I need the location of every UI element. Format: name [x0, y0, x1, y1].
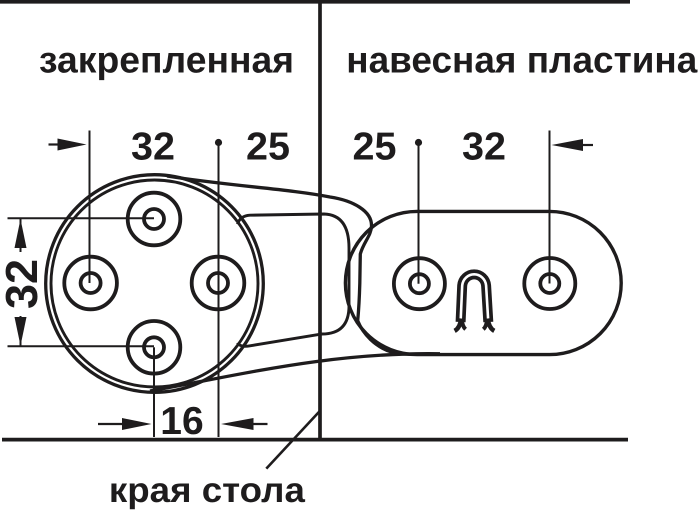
svg-text:25: 25 — [246, 125, 290, 168]
svg-text:32: 32 — [0, 259, 47, 309]
svg-text:навесная пластина: навесная пластина — [346, 40, 697, 81]
svg-text:16: 16 — [160, 400, 203, 443]
svg-text:закрепленная: закрепленная — [39, 40, 294, 81]
svg-text:края стола: края стола — [109, 471, 306, 510]
svg-text:25: 25 — [353, 125, 397, 168]
svg-text:32: 32 — [131, 125, 175, 168]
svg-text:32: 32 — [462, 125, 506, 168]
